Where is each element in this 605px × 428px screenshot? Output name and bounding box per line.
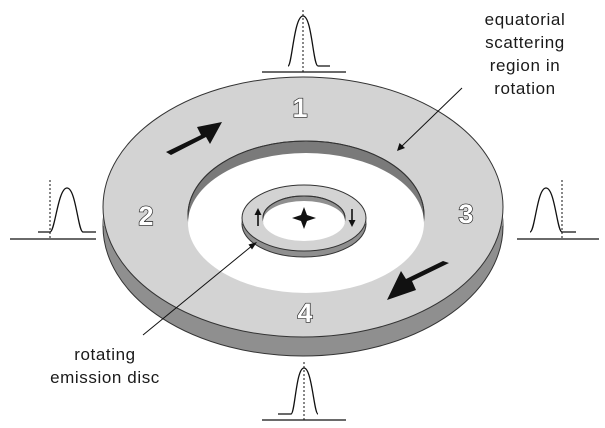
label-line: rotating	[74, 345, 136, 364]
region-number: 4	[297, 298, 312, 328]
line-profile	[262, 10, 346, 73]
region-number: 3	[458, 199, 473, 229]
emission-disc	[241, 184, 367, 258]
label-scattering-region: equatorial scattering region in rotation	[450, 8, 600, 100]
label-emission-disc: rotating emission disc	[20, 343, 190, 389]
arrow-up-icon	[254, 208, 262, 226]
line-profile	[517, 180, 599, 240]
region-number: 1	[292, 93, 307, 123]
label-line: region in	[489, 56, 561, 75]
line-profile	[262, 362, 346, 421]
line-profile	[10, 180, 96, 240]
label-line: scattering	[485, 33, 565, 52]
rotation-arrow-icon	[166, 122, 222, 155]
label-line: rotation	[494, 79, 556, 98]
callout-emission-disc	[142, 242, 257, 336]
region-number: 2	[138, 201, 153, 231]
star-icon	[292, 207, 316, 229]
rotation-arrow-icon	[387, 261, 449, 300]
scattering-ring	[102, 76, 504, 357]
label-line: equatorial	[484, 10, 566, 29]
callout-scattering-region	[397, 87, 463, 151]
label-line: emission disc	[50, 368, 160, 387]
arrow-down-icon	[348, 209, 356, 227]
